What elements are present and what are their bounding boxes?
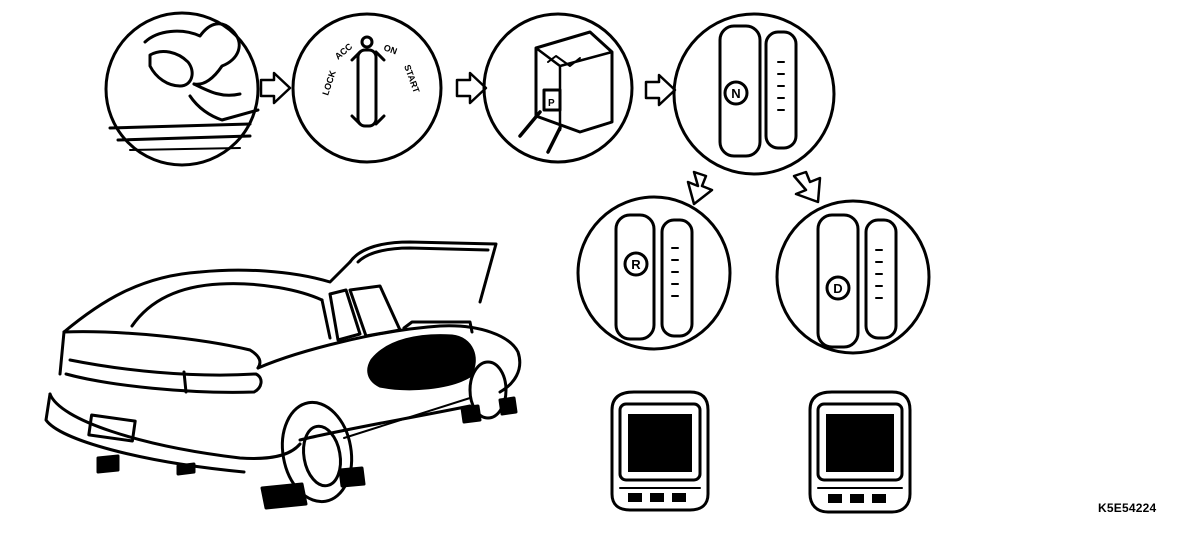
step-driver-seated-circle xyxy=(106,13,258,165)
step-arrow-1 xyxy=(261,73,290,103)
reference-code: K5E54224 xyxy=(1098,501,1156,515)
step-arrow-2 xyxy=(457,73,486,103)
step-switch-box-circle xyxy=(484,14,632,162)
branch-arrow-right xyxy=(794,172,820,202)
ignition-label-start: START xyxy=(402,63,422,94)
gear-letter-neutral: N xyxy=(731,86,740,101)
gear-display-reverse-circle xyxy=(578,197,730,349)
ignition-label-on: ON xyxy=(382,42,398,56)
ignition-label-acc: ACC xyxy=(333,41,355,62)
tester-device-left xyxy=(612,392,708,510)
gear-display-drive-circle xyxy=(777,201,929,353)
switch-box-label: P xyxy=(548,98,555,109)
car-on-wheel-chocks xyxy=(46,242,520,508)
gear-letter-reverse: R xyxy=(631,257,641,272)
tester-device-right xyxy=(810,392,910,512)
branch-arrow-left xyxy=(688,172,712,204)
gear-display-neutral-circle xyxy=(674,14,834,174)
step-arrow-3 xyxy=(646,75,675,105)
ignition-label-lock: LOCK xyxy=(320,69,338,97)
gear-letter-drive: D xyxy=(833,281,842,296)
